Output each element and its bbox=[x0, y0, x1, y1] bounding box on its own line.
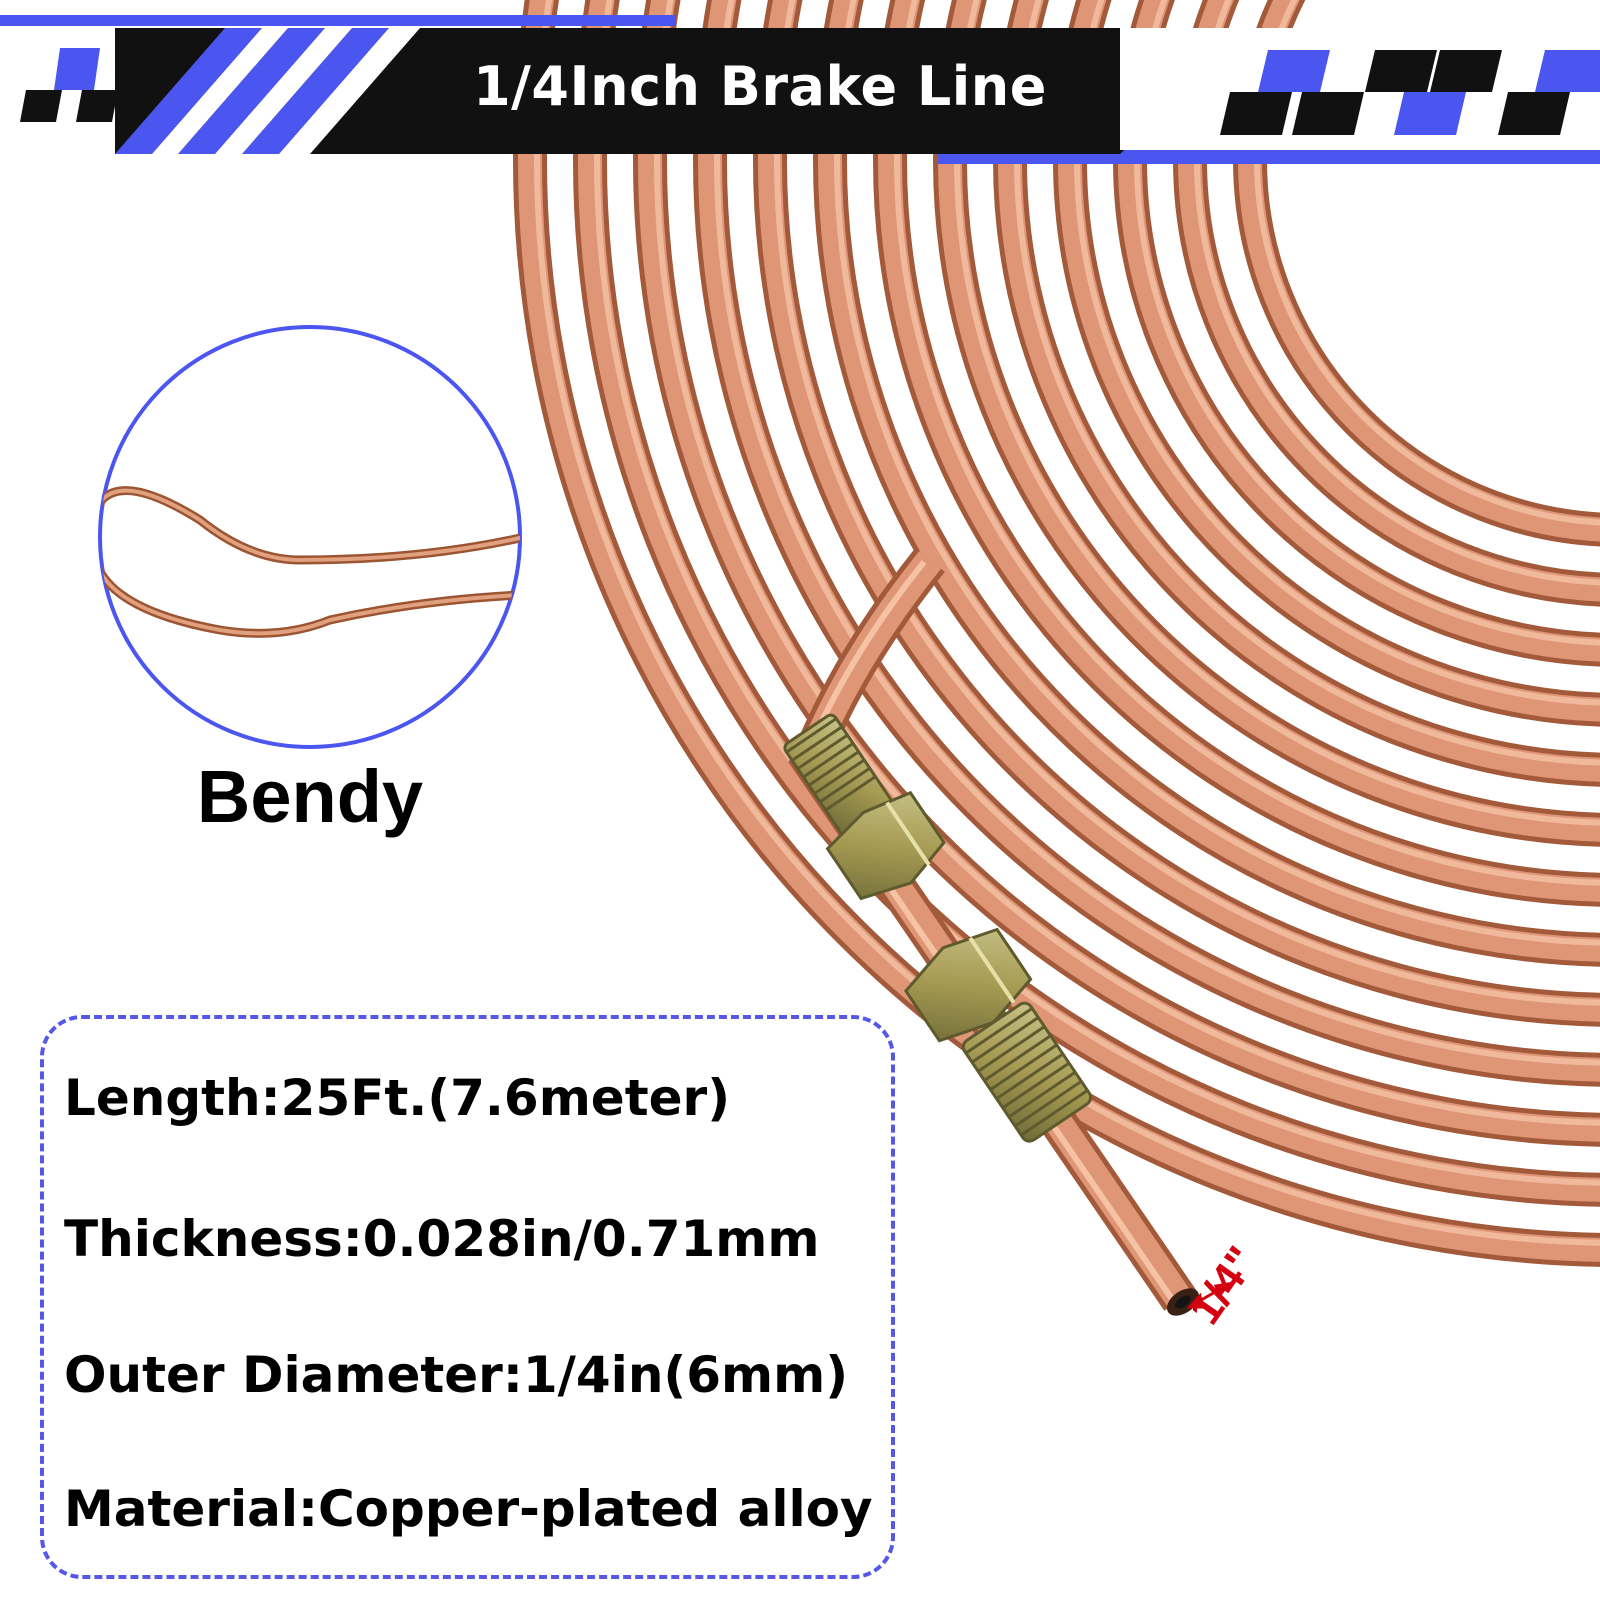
dimension-arrow bbox=[1186, 1281, 1232, 1309]
spec-panel bbox=[40, 1015, 895, 1579]
spec-thickness: Thickness:0.028in/0.71mm bbox=[64, 1210, 820, 1268]
page-title: 1/4Inch Brake Line bbox=[473, 55, 1047, 118]
spec-outer-diameter: Outer Diameter:1/4in(6mm) bbox=[64, 1346, 849, 1404]
tube-nut-upper bbox=[783, 713, 946, 901]
bendy-inset bbox=[98, 325, 522, 749]
tube-nut-lower bbox=[903, 927, 1093, 1143]
header-banner bbox=[0, 15, 1600, 164]
bendy-caption: Bendy bbox=[196, 755, 424, 838]
spec-length: Length:25Ft.(7.6meter) bbox=[64, 1069, 731, 1127]
spec-material: Material:Copper-plated alloy bbox=[64, 1480, 873, 1538]
